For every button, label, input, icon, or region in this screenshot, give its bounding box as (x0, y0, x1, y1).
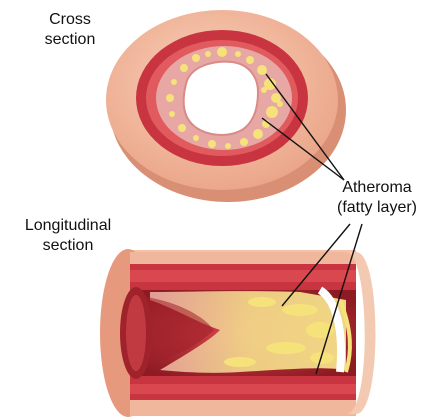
atheroma-label-line2: (fatty layer) (318, 198, 436, 218)
longitudinal-section-label-line1: Longitudinal (14, 216, 122, 236)
longitudinal-section-label-line2: section (14, 236, 122, 256)
atheroma-label-line1: Atheroma (318, 178, 436, 198)
longitudinal-section-label: Longitudinal section (14, 216, 122, 256)
cross-section-label-line2: section (26, 30, 114, 50)
cross-section-label: Cross section (26, 10, 114, 50)
atheroma-label: Atheroma (fatty layer) (318, 178, 436, 218)
longitudinal-section-diagram (100, 249, 376, 417)
cross-section-label-line1: Cross (26, 10, 114, 30)
cross-section-diagram (106, 10, 346, 202)
cross-lumen (184, 62, 258, 135)
